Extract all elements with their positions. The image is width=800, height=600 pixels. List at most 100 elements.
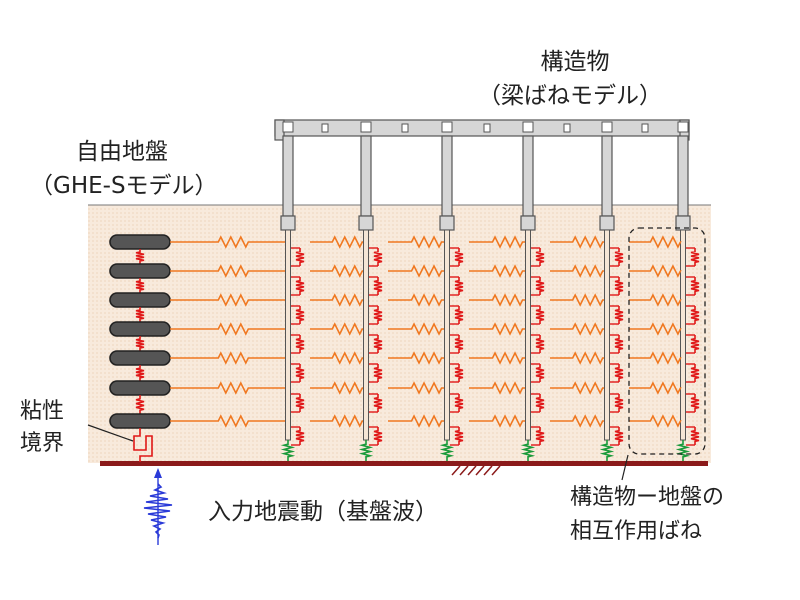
base-spring xyxy=(675,440,691,461)
lateral-spring xyxy=(469,381,525,395)
shear-spring xyxy=(690,277,700,295)
lateral-spring xyxy=(629,381,682,395)
soil-layer-mass xyxy=(109,263,171,279)
pile xyxy=(525,229,531,441)
free-field-spring xyxy=(135,336,145,351)
pile xyxy=(604,229,610,441)
shear-spring xyxy=(690,335,700,353)
lateral-spring xyxy=(170,351,285,365)
beam-marker xyxy=(321,123,329,133)
lateral-spring xyxy=(550,381,604,395)
lateral-spring xyxy=(550,293,604,307)
beam-node xyxy=(441,121,453,133)
viscous-dashpot xyxy=(133,428,153,462)
viscous-boundary-label-1: 粘性 xyxy=(20,399,65,424)
shear-spring xyxy=(373,427,383,445)
shear-spring xyxy=(295,335,305,353)
shear-spring xyxy=(614,364,624,382)
shear-spring xyxy=(373,335,383,353)
lateral-spring xyxy=(629,235,682,249)
lateral-spring xyxy=(388,414,444,428)
lateral-spring xyxy=(388,322,444,336)
shear-spring xyxy=(454,394,464,412)
shear-spring xyxy=(454,427,464,445)
lateral-spring xyxy=(469,322,525,336)
base-spring xyxy=(439,440,455,461)
shear-spring xyxy=(690,427,700,445)
free-field-subtitle: （GHE-Sモデル） xyxy=(30,173,218,199)
lateral-spring xyxy=(170,264,285,278)
lateral-spring xyxy=(550,235,604,249)
free-field-title: 自由地盤 xyxy=(76,139,168,165)
lateral-spring xyxy=(469,235,525,249)
shear-spring xyxy=(535,427,545,445)
shear-spring xyxy=(614,427,624,445)
lateral-spring xyxy=(629,293,682,307)
viscous-boundary-label-2: 境界 xyxy=(20,431,65,456)
soil-layer-mass xyxy=(109,292,171,308)
lateral-spring xyxy=(550,264,604,278)
base-spring xyxy=(280,440,296,461)
shear-spring xyxy=(373,277,383,295)
lateral-spring xyxy=(550,414,604,428)
shear-spring xyxy=(454,248,464,266)
free-field-spring xyxy=(135,365,145,381)
shear-spring xyxy=(614,277,624,295)
structure-column xyxy=(441,135,453,217)
lateral-spring xyxy=(469,414,525,428)
lateral-spring xyxy=(310,351,363,365)
free-field-spring xyxy=(135,249,145,264)
lateral-spring xyxy=(469,264,525,278)
free-field-spring xyxy=(135,395,145,414)
shear-spring xyxy=(614,394,624,412)
structure-column xyxy=(601,135,613,217)
interaction-spring-label-1: 構造物ー地盤の xyxy=(570,485,725,510)
pile-cap xyxy=(280,215,296,231)
beam-marker xyxy=(563,123,571,133)
shear-spring xyxy=(690,248,700,266)
seismic-wave-icon xyxy=(143,468,173,545)
structure-beam xyxy=(274,119,690,141)
shear-spring xyxy=(295,248,305,266)
structure-column xyxy=(522,135,534,217)
lateral-spring xyxy=(170,414,285,428)
free-field-spring xyxy=(135,307,145,322)
shear-spring xyxy=(295,427,305,445)
shear-spring xyxy=(454,306,464,324)
shear-spring xyxy=(535,306,545,324)
shear-spring xyxy=(373,364,383,382)
shear-spring xyxy=(295,277,305,295)
soil-layer-mass xyxy=(109,350,171,366)
input-motion-label: 入力地震動（基盤波） xyxy=(208,499,438,525)
beam-marker xyxy=(483,123,491,133)
interaction-spring-leader xyxy=(621,454,629,481)
lateral-spring xyxy=(629,351,682,365)
lateral-spring xyxy=(388,381,444,395)
shear-spring xyxy=(454,277,464,295)
structure-title: 構造物 xyxy=(540,49,610,75)
lateral-spring xyxy=(469,351,525,365)
base-layer-line xyxy=(100,461,708,466)
structure-subtitle: （梁ばねモデル） xyxy=(478,83,662,109)
shear-spring xyxy=(535,335,545,353)
shear-spring xyxy=(690,306,700,324)
shear-spring xyxy=(295,364,305,382)
shear-spring xyxy=(535,277,545,295)
shear-spring xyxy=(690,364,700,382)
shear-spring xyxy=(614,306,624,324)
lateral-spring xyxy=(388,351,444,365)
lateral-spring xyxy=(388,235,444,249)
pile xyxy=(285,229,291,441)
beam-node xyxy=(282,121,294,133)
shear-spring xyxy=(373,306,383,324)
lateral-spring xyxy=(310,293,363,307)
lateral-spring xyxy=(310,414,363,428)
shear-spring xyxy=(535,364,545,382)
lateral-spring xyxy=(170,235,285,249)
soil-region xyxy=(88,205,711,463)
soil-layer-mass xyxy=(109,413,171,429)
interaction-spring-label-2: 相互作用ばね xyxy=(570,519,703,544)
shear-spring xyxy=(454,335,464,353)
base-spring xyxy=(520,440,536,461)
soil-layer-mass xyxy=(109,234,171,250)
